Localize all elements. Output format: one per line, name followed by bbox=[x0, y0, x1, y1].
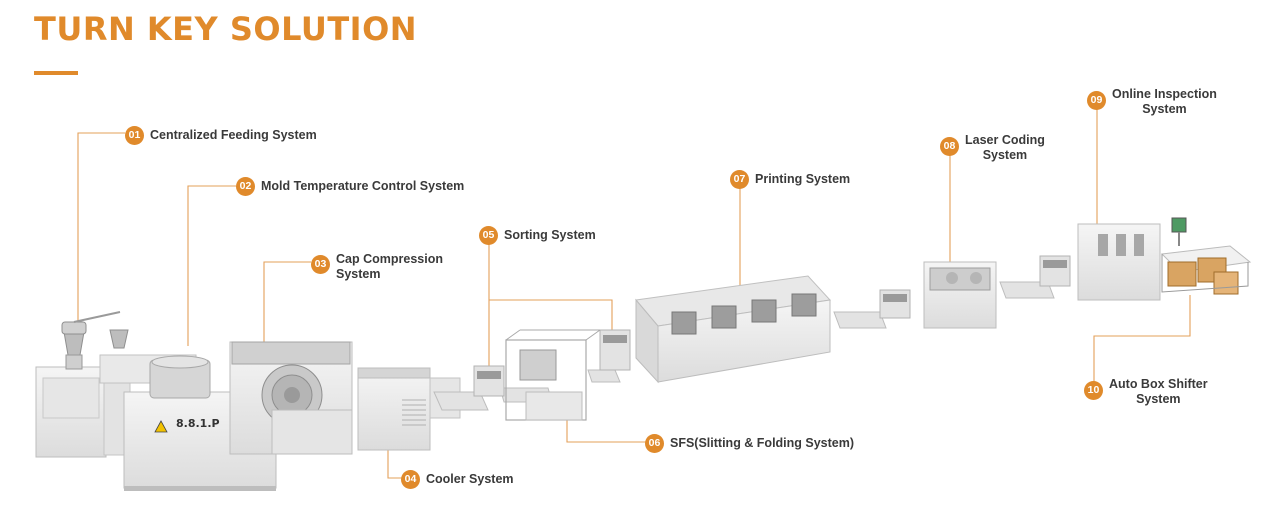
sorting-unit bbox=[473, 329, 631, 397]
system-label-07: 07 Printing System bbox=[730, 170, 851, 189]
transfer-units bbox=[879, 255, 1071, 319]
step-badge-01: 01 bbox=[125, 126, 144, 145]
leader-05 bbox=[480, 234, 490, 372]
system-name-09: Online Inspection System bbox=[1112, 87, 1217, 116]
laser-unit bbox=[923, 261, 997, 329]
system-label-09: 09 Online Inspection System bbox=[1087, 87, 1217, 117]
inspection-unit bbox=[1077, 217, 1187, 301]
compression-machine: 8.8.1.P bbox=[99, 341, 353, 491]
system-name-08: Laser Coding System bbox=[965, 133, 1045, 162]
printing-unit bbox=[635, 275, 832, 384]
system-name-02: Mold Temperature Control System bbox=[261, 179, 465, 193]
system-name-07: Printing System bbox=[755, 172, 851, 186]
system-name-10: Auto Box Shifter System bbox=[1109, 377, 1208, 406]
step-badge-08: 08 bbox=[940, 137, 959, 156]
system-name-01: Centralized Feeding System bbox=[150, 128, 317, 142]
leader-10 bbox=[1093, 295, 1191, 386]
leader-03 bbox=[263, 261, 311, 352]
system-label-08: 08 Laser Coding System bbox=[940, 133, 1045, 163]
sfs-unit bbox=[505, 329, 601, 421]
system-label-02: 02 Mold Temperature Control System bbox=[236, 177, 465, 196]
system-name-04: Cooler System bbox=[426, 472, 514, 486]
system-label-05: 05 Sorting System bbox=[479, 226, 596, 245]
system-label-04: 04 Cooler System bbox=[401, 470, 514, 489]
step-badge-07: 07 bbox=[730, 170, 749, 189]
system-label-10: 10 Auto Box Shifter System bbox=[1084, 377, 1208, 407]
step-badge-03: 03 bbox=[311, 255, 330, 274]
system-name-03: Cap Compression System bbox=[336, 252, 443, 281]
step-badge-09: 09 bbox=[1087, 91, 1106, 110]
leader-02 bbox=[187, 185, 236, 346]
machine-badge: 8.8.1.P bbox=[176, 417, 220, 430]
system-label-03: 03 Cap Compression System bbox=[311, 252, 443, 282]
system-label-06: 06 SFS(Slitting & Folding System) bbox=[645, 434, 855, 453]
system-name-06: SFS(Slitting & Folding System) bbox=[670, 436, 855, 450]
title-underline bbox=[34, 71, 78, 75]
system-label-01: 01 Centralized Feeding System bbox=[125, 126, 317, 145]
system-name-05: Sorting System bbox=[504, 228, 596, 242]
box-shifter-unit bbox=[1160, 245, 1252, 295]
leader-01 bbox=[77, 132, 125, 322]
step-badge-05: 05 bbox=[479, 226, 498, 245]
step-badge-02: 02 bbox=[236, 177, 255, 196]
page-title: TURN KEY SOLUTION bbox=[34, 10, 418, 48]
leader-05b bbox=[489, 299, 613, 330]
step-badge-04: 04 bbox=[401, 470, 420, 489]
step-badge-06: 06 bbox=[645, 434, 664, 453]
dryer-unit bbox=[35, 311, 131, 458]
step-badge-10: 10 bbox=[1084, 381, 1103, 400]
